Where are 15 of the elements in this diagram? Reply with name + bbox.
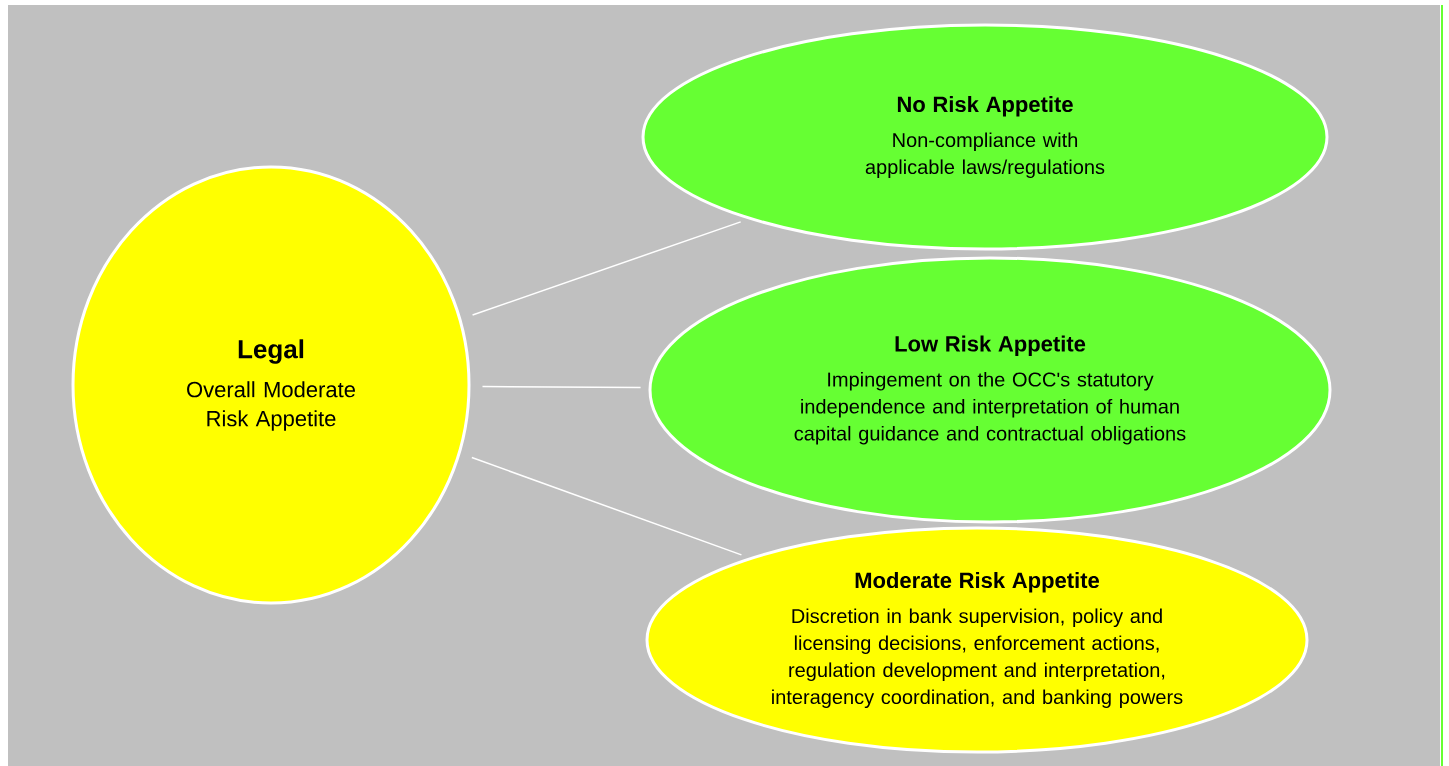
- ellipse-node: [641, 23, 1329, 251]
- ellipse-node: [645, 526, 1309, 754]
- node-heading: No Risk Appetite: [897, 95, 1073, 117]
- connector-line: [481, 385, 642, 389]
- node-description: Overall Moderate Risk Appetite: [187, 381, 355, 431]
- ellipse-node: [648, 256, 1332, 524]
- node-heading: Moderate Risk Appetite: [855, 571, 1099, 593]
- circle-node: [71, 165, 471, 605]
- connector-line: [471, 221, 742, 316]
- node-description: Impingement on the OCC's statutory independence and interpretation of human capital guidance and contractual obligations: [794, 371, 1186, 445]
- node-heading: Legal: [238, 339, 304, 364]
- node-description: Discretion in bank supervision, policy and licensing decisions, enforcement actions, regulation development and interpretation, interagency coordination, and banking powers: [772, 608, 1183, 709]
- connector-line: [471, 456, 743, 556]
- node-heading: Low Risk Appetite: [895, 335, 1086, 356]
- node-description: Non-compliance with applicable laws/regulations: [865, 132, 1105, 179]
